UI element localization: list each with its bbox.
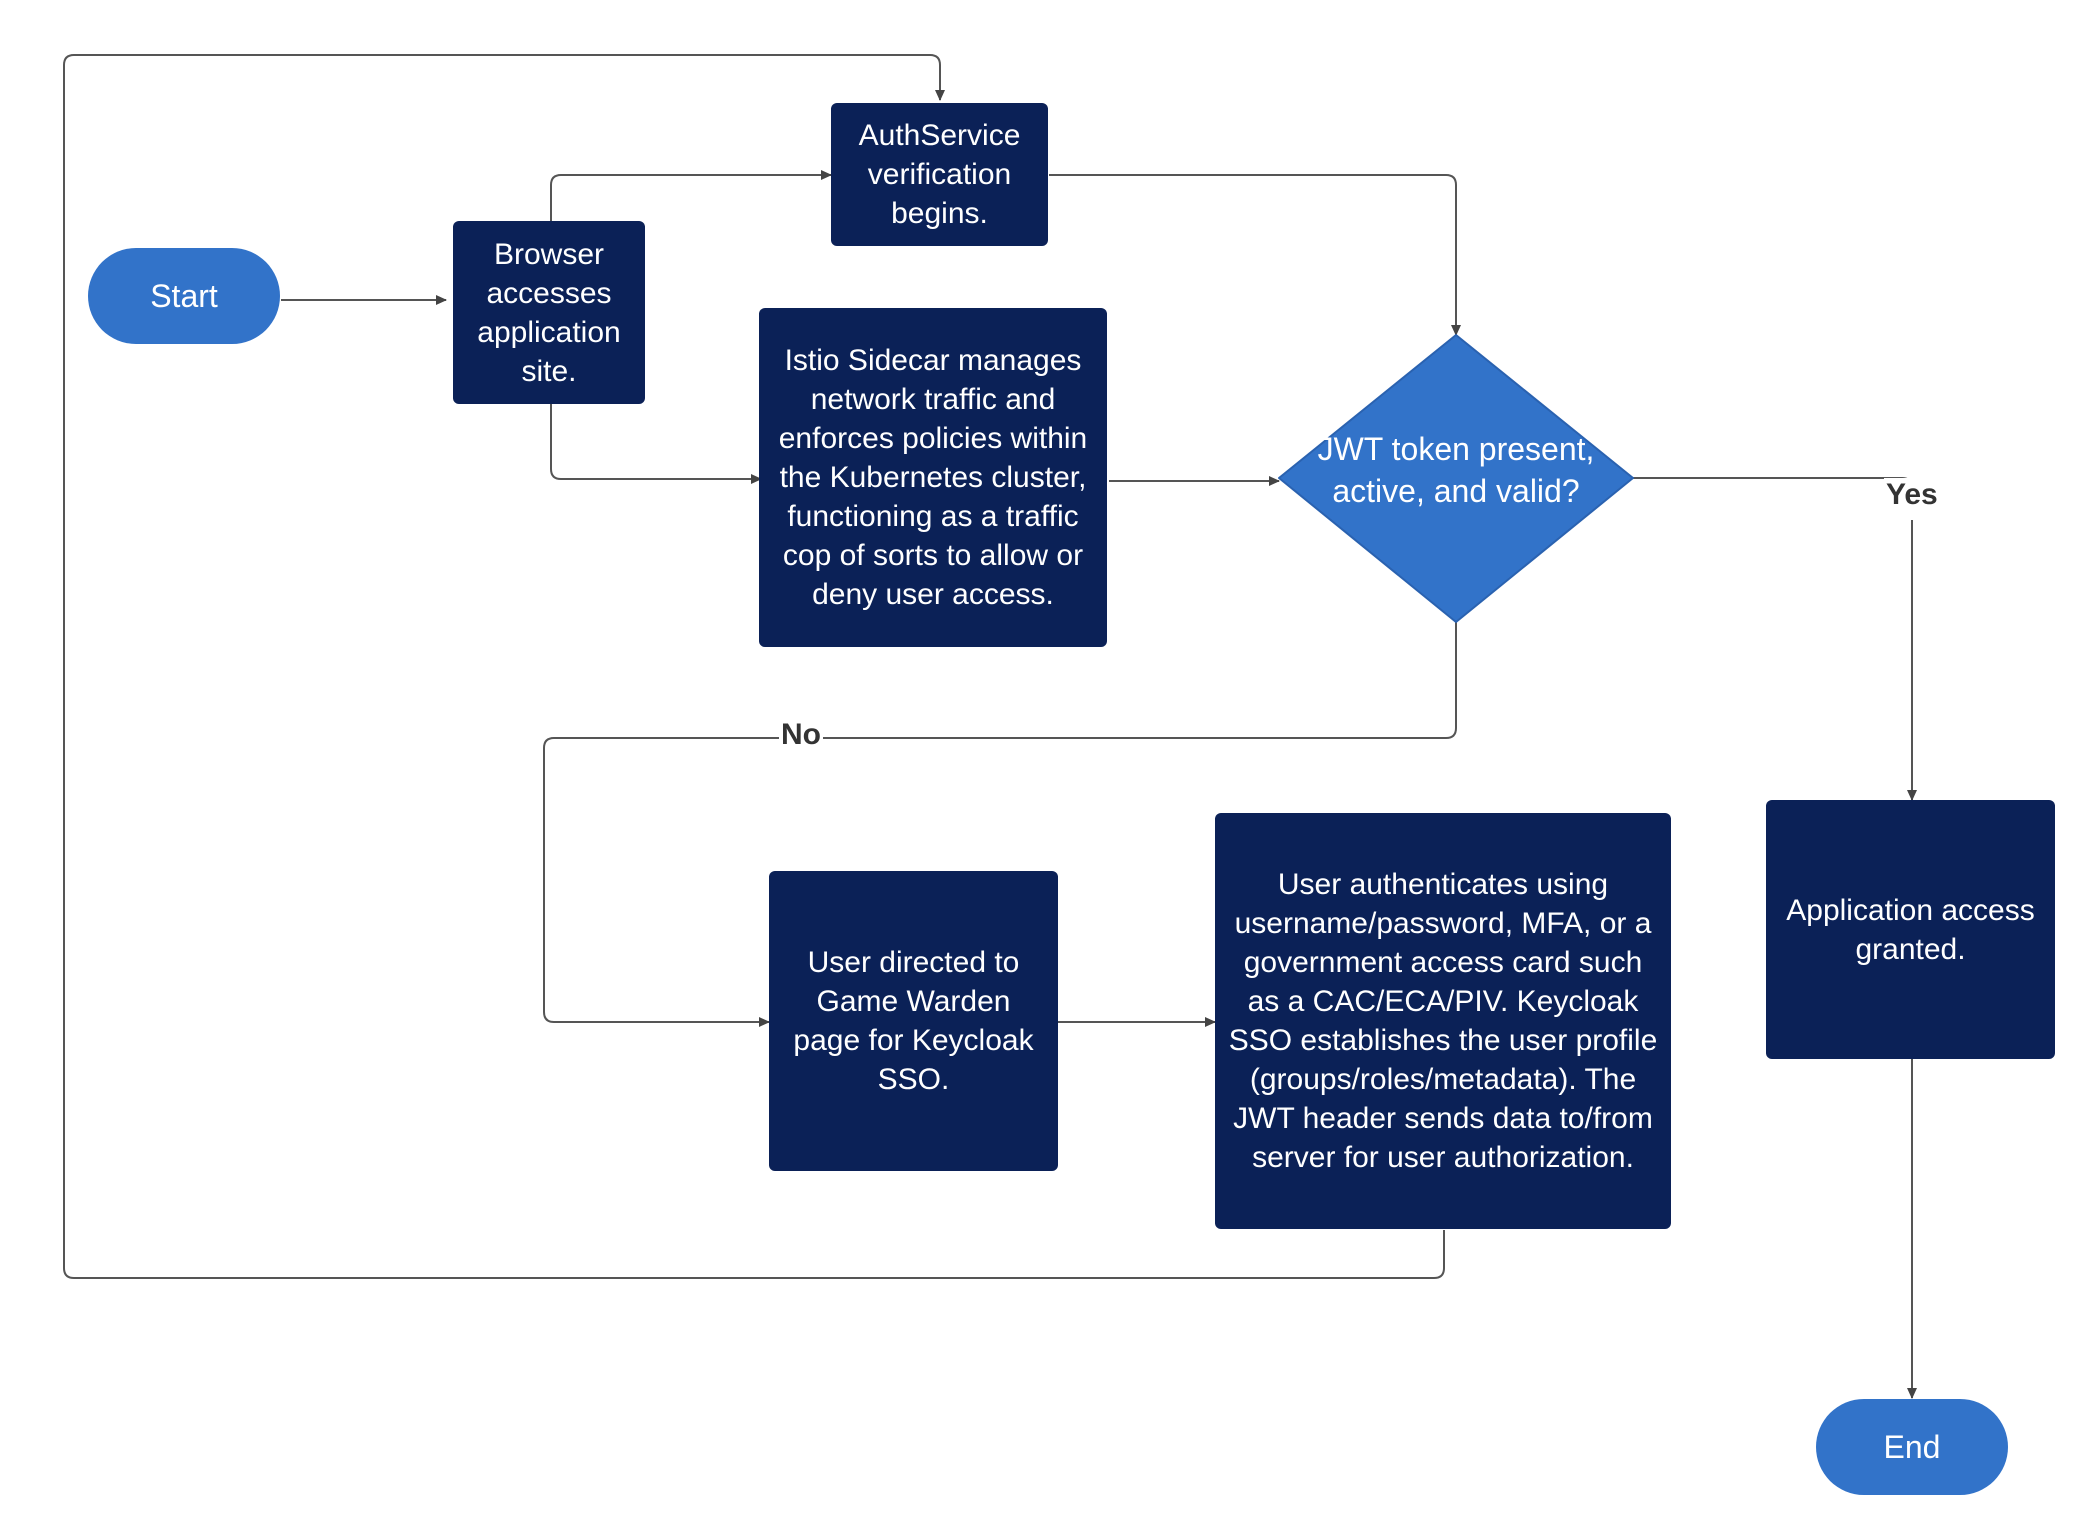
arrow-browser-to-istio — [550, 404, 762, 484]
user-authenticates-text: User authenticates using username/passwo… — [1228, 868, 1658, 1174]
arrow-authenticate-loop-to-authservice — [63, 54, 1445, 1279]
arrow-decision-yes-to-granted — [1633, 477, 1912, 800]
yes-label: Yes — [1884, 478, 1940, 512]
start-terminal: Start — [88, 248, 280, 344]
authservice-step: AuthService verification begins. — [831, 103, 1048, 246]
istio-sidecar-text: Istio Sidecar manages network traffic an… — [778, 344, 1088, 611]
arrow-authservice-to-decision — [1049, 174, 1461, 336]
browser-access-step: Browser accesses application site. — [453, 221, 645, 404]
arrow-browser-to-authservice — [550, 170, 832, 222]
access-granted-text: Application access granted. — [1786, 893, 2035, 966]
istio-sidecar-step: Istio Sidecar manages network traffic an… — [759, 308, 1107, 647]
decision-label: JWT token present, active, and valid? — [1317, 431, 1595, 509]
decision-diamond — [1278, 334, 1634, 623]
keycloak-redirect-step: User directed to Game Warden page for Ke… — [769, 871, 1058, 1171]
end-terminal: End — [1816, 1399, 2008, 1495]
end-label: End — [1883, 1428, 1941, 1465]
no-label: No — [779, 718, 823, 752]
keycloak-redirect-text: User directed to Game Warden page for Ke… — [793, 946, 1034, 1096]
arrow-decision-no-to-redirect — [543, 622, 1457, 1027]
user-authenticates-step: User authenticates using username/passwo… — [1215, 813, 1671, 1229]
authservice-text: AuthService verification begins. — [858, 119, 1021, 230]
browser-access-text: Browser accesses application site. — [477, 237, 621, 388]
start-label: Start — [150, 277, 218, 314]
access-granted-step: Application access granted. — [1766, 800, 2055, 1059]
